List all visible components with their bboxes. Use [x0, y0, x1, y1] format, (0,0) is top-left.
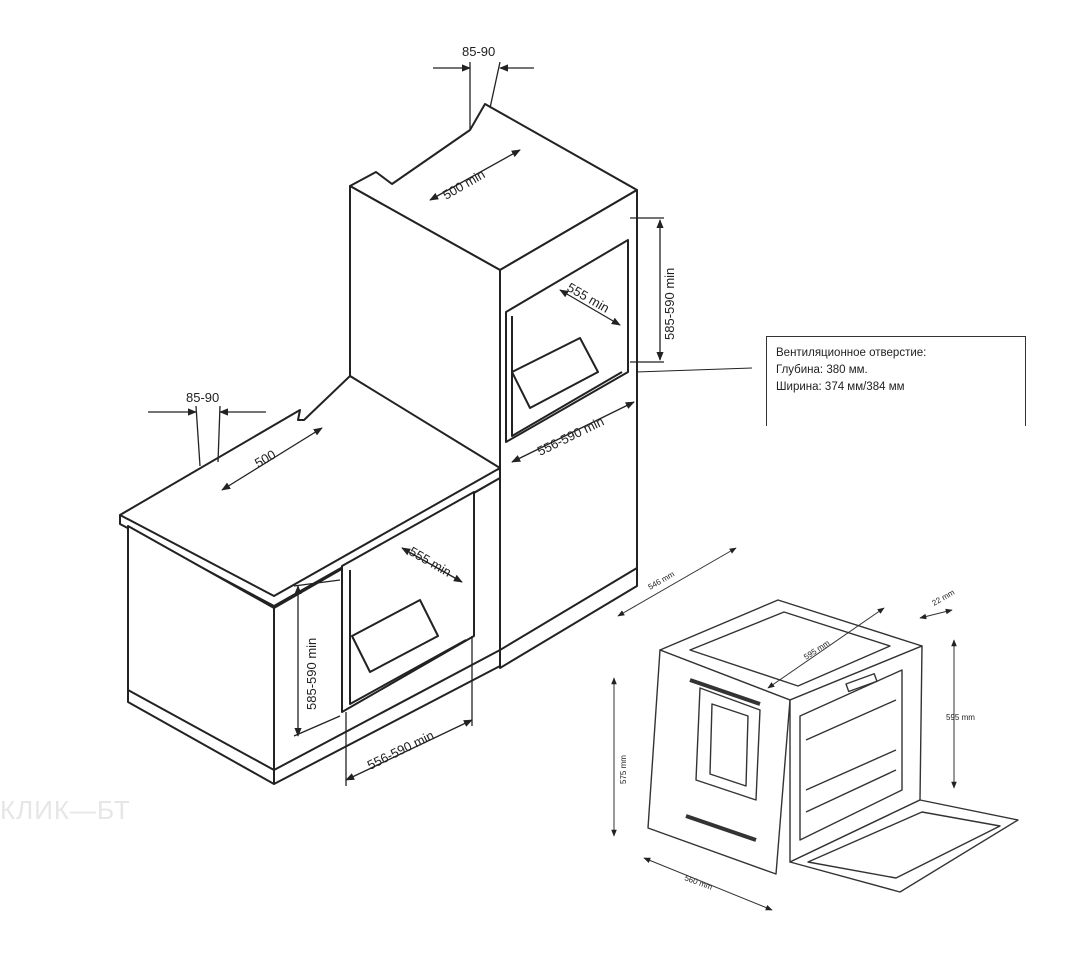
ventilation-note-width: Ширина: 374 мм/384 мм: [776, 381, 905, 393]
label-lower-niche-height: 585-590 min: [304, 638, 319, 710]
ventilation-note: Вентиляционное отверстие: Глубина: 380 м…: [766, 336, 1026, 426]
dimension-lines: [148, 61, 753, 786]
label-counter-gap: 85-90: [186, 390, 219, 405]
watermark: КЛИК—БТ: [0, 795, 131, 825]
label-oven-height-body: 575 mm: [619, 755, 628, 784]
label-lower-base-width: 556-590 min: [365, 728, 437, 773]
ventilation-note-title: Вентиляционное отверстие:: [776, 347, 927, 359]
oven-dimension-lines: [611, 547, 957, 911]
base-cabinet: [119, 375, 501, 785]
label-oven-depth: 546 mm: [647, 569, 677, 591]
oven-drawing: [647, 599, 1019, 893]
label-top-gap: 85-90: [462, 44, 495, 59]
label-oven-front-offset: 22 mm: [931, 588, 957, 608]
label-oven-height-total: 595 mm: [946, 713, 975, 722]
label-upper-niche-height: 585-590 min: [662, 268, 677, 340]
label-oven-width-bottom: 560 mm: [683, 873, 714, 891]
ventilation-note-depth: Глубина: 380 мм.: [776, 364, 868, 376]
